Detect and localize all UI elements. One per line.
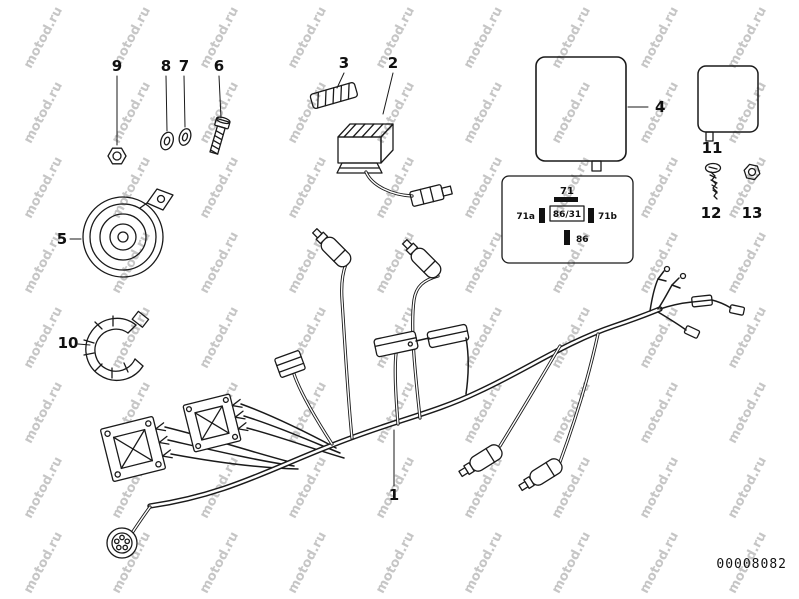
round-connector xyxy=(106,527,138,559)
part-2-relay xyxy=(336,123,453,207)
inline-module-1 xyxy=(373,330,419,358)
pin-label-71a: 71a xyxy=(516,212,535,222)
part-labels: 9 8 7 6 3 2 4 11 12 13 5 10 1 xyxy=(57,54,763,504)
part-label-9: 9 xyxy=(112,57,122,75)
part-10-grommet xyxy=(83,310,150,382)
inline-module-2 xyxy=(426,323,470,349)
part-label-1: 1 xyxy=(389,486,399,504)
cylindrical-connector-b xyxy=(402,239,442,279)
part-7-washer xyxy=(178,128,192,146)
relay-socket-2 xyxy=(182,393,249,453)
part-5-horn xyxy=(82,188,174,278)
part-label-13: 13 xyxy=(742,204,763,222)
harness-end-terminals xyxy=(649,265,746,339)
part-2-connector xyxy=(409,184,453,207)
part-label-5: 5 xyxy=(57,230,67,248)
part-6-bolt xyxy=(209,116,231,155)
part-label-10: 10 xyxy=(58,334,79,352)
part-3-pad xyxy=(309,82,358,110)
part-label-6: 6 xyxy=(214,57,224,75)
pin-label-71b: 71b xyxy=(598,212,618,222)
pin-label-71: 71 xyxy=(560,186,574,197)
part-label-8: 8 xyxy=(161,57,171,75)
part-9-nut xyxy=(107,147,127,165)
part-1-wiring-harness xyxy=(100,228,746,559)
part-label-2: 2 xyxy=(388,54,398,72)
part-label-4: 4 xyxy=(655,98,665,116)
relay-socket-1 xyxy=(100,416,173,482)
part-8-washer xyxy=(160,131,174,151)
part-11-relay xyxy=(697,65,759,142)
part-label-12: 12 xyxy=(701,204,722,222)
part-label-3: 3 xyxy=(339,54,349,72)
part-4-control-unit xyxy=(535,56,627,172)
pin-label-86-31: 86/31 xyxy=(553,210,581,220)
harness-branches xyxy=(130,262,600,535)
part-12-screw xyxy=(704,162,722,200)
part-label-11: 11 xyxy=(702,139,723,157)
part-13-nut xyxy=(743,163,761,181)
cylindrical-connector-d xyxy=(518,458,563,492)
harness-socket-wires xyxy=(164,403,345,470)
part-label-7: 7 xyxy=(179,57,189,75)
cylindrical-connector-a xyxy=(312,228,352,268)
pin-diagram: 71 71a 86/31 71b 86 xyxy=(501,175,634,264)
square-connector xyxy=(274,350,306,378)
leader-lines xyxy=(69,72,649,487)
pin-label-86: 86 xyxy=(576,235,589,245)
doc-number: 00008082 xyxy=(716,557,787,572)
cylindrical-connector-c xyxy=(458,444,503,478)
